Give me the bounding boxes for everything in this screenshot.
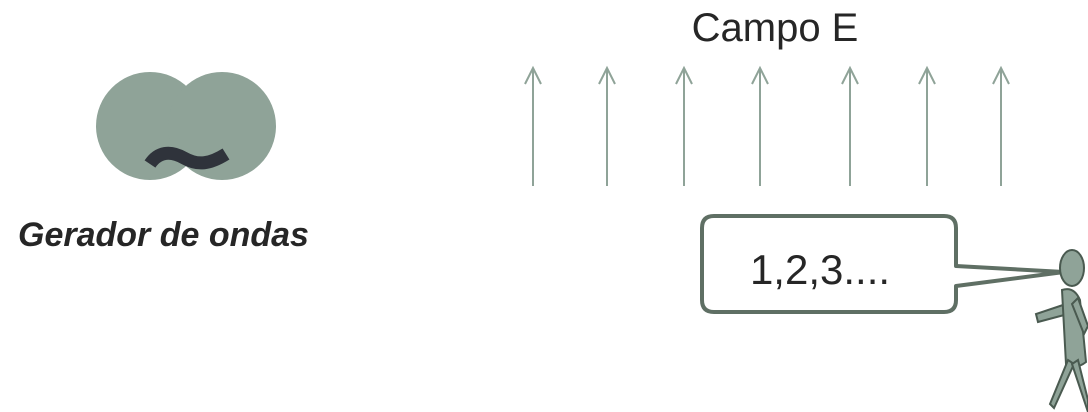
field-arrow-head: [841, 65, 859, 85]
field-arrow-head: [751, 65, 769, 85]
wave-generator: [96, 72, 276, 180]
generator-lobe-right: [168, 72, 276, 180]
field-arrow-head: [992, 65, 1010, 85]
field-title: Campo E: [691, 6, 859, 50]
observer-leg-right: [1070, 358, 1088, 412]
speech-text: 1,2,3....: [749, 246, 891, 293]
speech-bubble: [700, 214, 1066, 314]
generator-label: Gerador de ondas: [18, 216, 309, 254]
field-arrow-head: [918, 65, 936, 85]
observer-leg-left: [1048, 358, 1076, 410]
field-arrow-head: [524, 65, 542, 85]
electric-field-arrows: [524, 65, 1010, 186]
observer-arm-right: [1070, 296, 1088, 337]
observer-figure: [1034, 249, 1088, 412]
field-arrow-head: [675, 65, 693, 85]
tilde-icon: [144, 146, 230, 170]
field-arrow-head: [598, 65, 616, 85]
observer-head: [1059, 249, 1085, 287]
